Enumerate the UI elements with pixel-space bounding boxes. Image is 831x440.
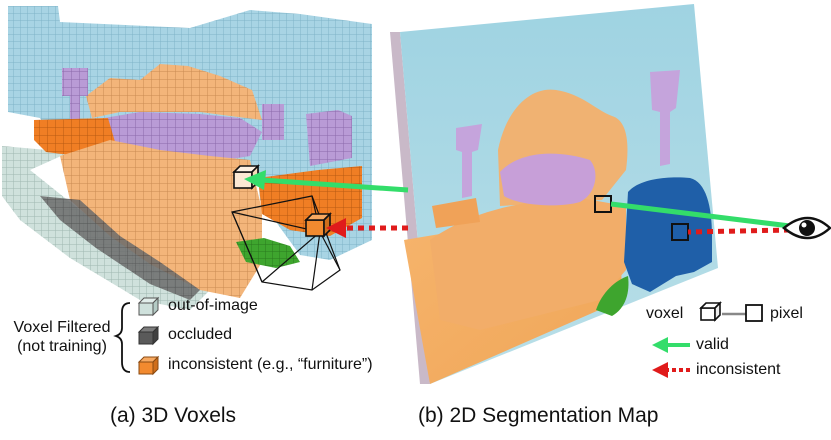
- map-lamp-left: [456, 124, 482, 198]
- key-voxel-cube-icon: [699, 301, 722, 322]
- map-bed-cover: [430, 198, 626, 330]
- voxel-lamp-left-base: [70, 96, 80, 132]
- key-pixel-square-icon: [745, 304, 763, 322]
- voxel-bed-body: [60, 140, 262, 298]
- voxel-occluded-edge: [40, 196, 200, 300]
- map-plant: [596, 276, 629, 316]
- legend-swatch-occluded: [137, 325, 160, 346]
- valid-ray: [244, 170, 791, 229]
- voxel-scene: [2, 6, 372, 310]
- caption-3d-voxels: (a) 3D Voxels: [110, 404, 237, 427]
- filtered-title-line2: (not training): [17, 338, 107, 355]
- map-pillows: [500, 153, 596, 206]
- legend-swatch-out-of-image: [137, 296, 160, 317]
- voxel-lamp-tall: [306, 110, 352, 166]
- key-voxel-label: voxel: [646, 305, 684, 322]
- voxel-lamp-right: [262, 104, 284, 140]
- key-inconsistent-arrow: [652, 362, 690, 378]
- filtered-brace: [113, 302, 131, 373]
- map-lamp-right: [650, 70, 680, 166]
- key-pixel-label: pixel: [770, 305, 803, 322]
- legend-label-occluded: occluded: [168, 326, 233, 343]
- caption-2d-segmentation: (b) 2D Segmentation Map: [418, 404, 659, 427]
- inconsistent-ray: [326, 218, 791, 238]
- legend-swatch-inconsistent: [137, 355, 160, 376]
- filtered-title: Voxel Filtered (not training): [2, 318, 122, 356]
- key-valid-label: valid: [696, 336, 729, 353]
- key-valid-arrow: [652, 337, 690, 353]
- filtered-title-line1: Voxel Filtered: [13, 319, 111, 336]
- voxel-pillows: [104, 112, 262, 164]
- eye-icon: [782, 216, 831, 240]
- inconsistent-voxel-cube: [304, 212, 332, 238]
- map-nightstand-left: [432, 198, 480, 228]
- voxel-headboard: [86, 64, 262, 120]
- voxel-lamp-left: [62, 68, 88, 96]
- key-inconsistent-label: inconsistent: [696, 361, 781, 378]
- segmentation-map: [390, 4, 718, 384]
- legend-label-inconsistent: inconsistent (e.g., “furniture”): [168, 356, 373, 373]
- legend-label-out-of-image: out-of-image: [168, 297, 258, 314]
- voxel-plant: [236, 238, 300, 268]
